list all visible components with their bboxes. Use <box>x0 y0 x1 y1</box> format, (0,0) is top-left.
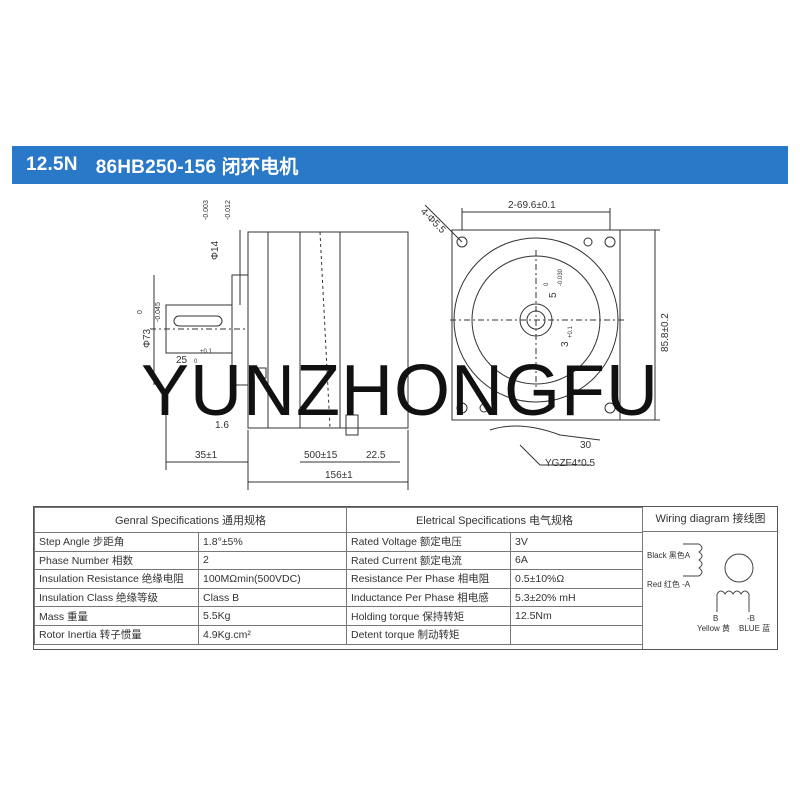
connector-label: YGZF4*0.5 <box>545 458 595 469</box>
dim-156-label: 156±1 <box>325 470 353 481</box>
wire-blue-code: -B <box>747 614 755 623</box>
dim-500-label: 500±15 <box>304 450 338 461</box>
electrical-value: 0.5±10%Ω <box>510 569 643 589</box>
key-width-tol-upper: 0 <box>544 282 550 286</box>
key-width-tol-lower: -0.030 <box>558 268 564 286</box>
shaft-dia-label: Φ14 <box>210 240 221 260</box>
torque-label: 12.5N <box>26 154 78 175</box>
dim-22-label: 22.5 <box>366 450 386 461</box>
general-label: Step Angle 步距角 <box>34 532 199 552</box>
key-tol-lower: 0 <box>194 359 198 365</box>
general-label: Insulation Resistance 绝缘电阻 <box>34 569 199 589</box>
technical-drawing: Φ14 -0.003 -0.012 Φ73 0 -0.045 25 +0.1 0… <box>137 200 671 490</box>
spec-grid: Genral Specifications 通用规格 Eletrical Spe… <box>34 507 643 645</box>
holes-label: 4-Φ5.5 <box>418 206 448 236</box>
key-width-label: 5 <box>548 292 559 298</box>
boss-dia-label: Φ73 <box>142 328 153 348</box>
electrical-value: 6A <box>510 550 643 571</box>
wiring-title: Wiring diagram 接线图 <box>643 507 778 532</box>
keyway <box>173 315 223 327</box>
electrical-value: 12.5Nm <box>510 606 643 626</box>
wire-black-label: Black 黑色A <box>647 550 691 560</box>
electrical-label: Detent torque 制动转矩 <box>346 624 511 645</box>
general-value: 5.5Kg <box>198 606 347 626</box>
shaft-tol-lower: -0.012 <box>225 200 232 220</box>
boss-tol-upper: 0 <box>137 310 144 314</box>
general-label: Rotor Inertia 转子惯量 <box>34 624 199 645</box>
height-label: 85.8±0.2 <box>660 313 671 352</box>
shaft-tol-upper: -0.003 <box>203 200 210 220</box>
electrical-value <box>510 624 643 645</box>
wire-yellow-label: Yellow 黄 <box>697 623 730 633</box>
general-spec-title: Genral Specifications 通用规格 <box>34 507 347 533</box>
general-label: Mass 重量 <box>34 606 199 626</box>
motor-symbol <box>724 553 754 583</box>
specifications-table: Genral Specifications 通用规格 Eletrical Spe… <box>33 506 778 650</box>
electrical-value: 5.3±20% mH <box>510 587 643 608</box>
wire-red-label: Red 红色 -A <box>647 579 691 589</box>
spec-row: Insulation Resistance 绝缘电阻 100MΩmin(500V… <box>34 569 643 589</box>
boss-tol-lower: -0.045 <box>155 302 162 322</box>
general-value: Class B <box>198 587 347 608</box>
spec-row: Insulation Class 绝缘等级 Class B Inductance… <box>34 587 643 608</box>
general-value: 4.9Kg.cm² <box>198 624 347 645</box>
general-label: Insulation Class 绝缘等级 <box>34 587 199 608</box>
dim-35-label: 35±1 <box>195 450 218 461</box>
electrical-label: Inductance Per Phase 相电感 <box>346 587 511 608</box>
key-tol-upper: +0.1 <box>200 349 213 355</box>
electrical-label: Resistance Per Phase 相电阻 <box>346 569 511 589</box>
title-banner: 12.5N 86HB250-156 闭环电机 <box>12 146 788 184</box>
general-value: 2 <box>198 550 347 571</box>
wire-yellow-code: B <box>713 614 718 623</box>
wiring-diagram: Wiring diagram 接线图 Black 黑色A Red 红色 -A B… <box>642 507 778 649</box>
general-value: 100MΩmin(500VDC) <box>198 569 347 589</box>
wiring-schematic: Black 黑色A Red 红色 -A B Yellow 黄 -B BLUE 蓝 <box>647 543 770 633</box>
cable-length-label: 30 <box>580 440 592 451</box>
hole-spacing-label: 2-69.6±0.1 <box>508 200 556 211</box>
spec-row: Phase Number 相数 2 Rated Current 额定电流 6A <box>34 550 643 571</box>
electrical-value: 3V <box>510 532 643 552</box>
wire-blue-label: BLUE 蓝 <box>739 623 770 633</box>
spec-header-row: Genral Specifications 通用规格 Eletrical Spe… <box>34 507 643 533</box>
key-length-label: 25 <box>176 355 188 366</box>
key-depth-tol: +0.1 <box>568 325 574 338</box>
general-value: 1.8°±5% <box>198 532 347 552</box>
spec-row: Rotor Inertia 转子惯量 4.9Kg.cm² Detent torq… <box>34 624 643 645</box>
motor-front <box>451 229 621 421</box>
spec-row: Step Angle 步距角 1.8°±5% Rated Voltage 额定电… <box>34 532 643 552</box>
general-label: Phase Number 相数 <box>34 550 199 571</box>
electrical-label: Holding torque 保持转矩 <box>346 606 511 626</box>
model-label: 86HB250-156 闭环电机 <box>95 156 299 178</box>
dim-1-6-label: 1.6 <box>215 420 229 431</box>
spec-row: Mass 重量 5.5Kg Holding torque 保持转矩 12.5Nm <box>34 606 643 626</box>
key-depth-label: 3 <box>560 341 571 347</box>
electrical-label: Rated Current 额定电流 <box>346 550 511 571</box>
electrical-label: Rated Voltage 额定电压 <box>346 532 511 552</box>
electrical-spec-title: Eletrical Specifications 电气规格 <box>346 507 643 533</box>
watermark-text: YUNZHONGFU <box>141 351 659 431</box>
